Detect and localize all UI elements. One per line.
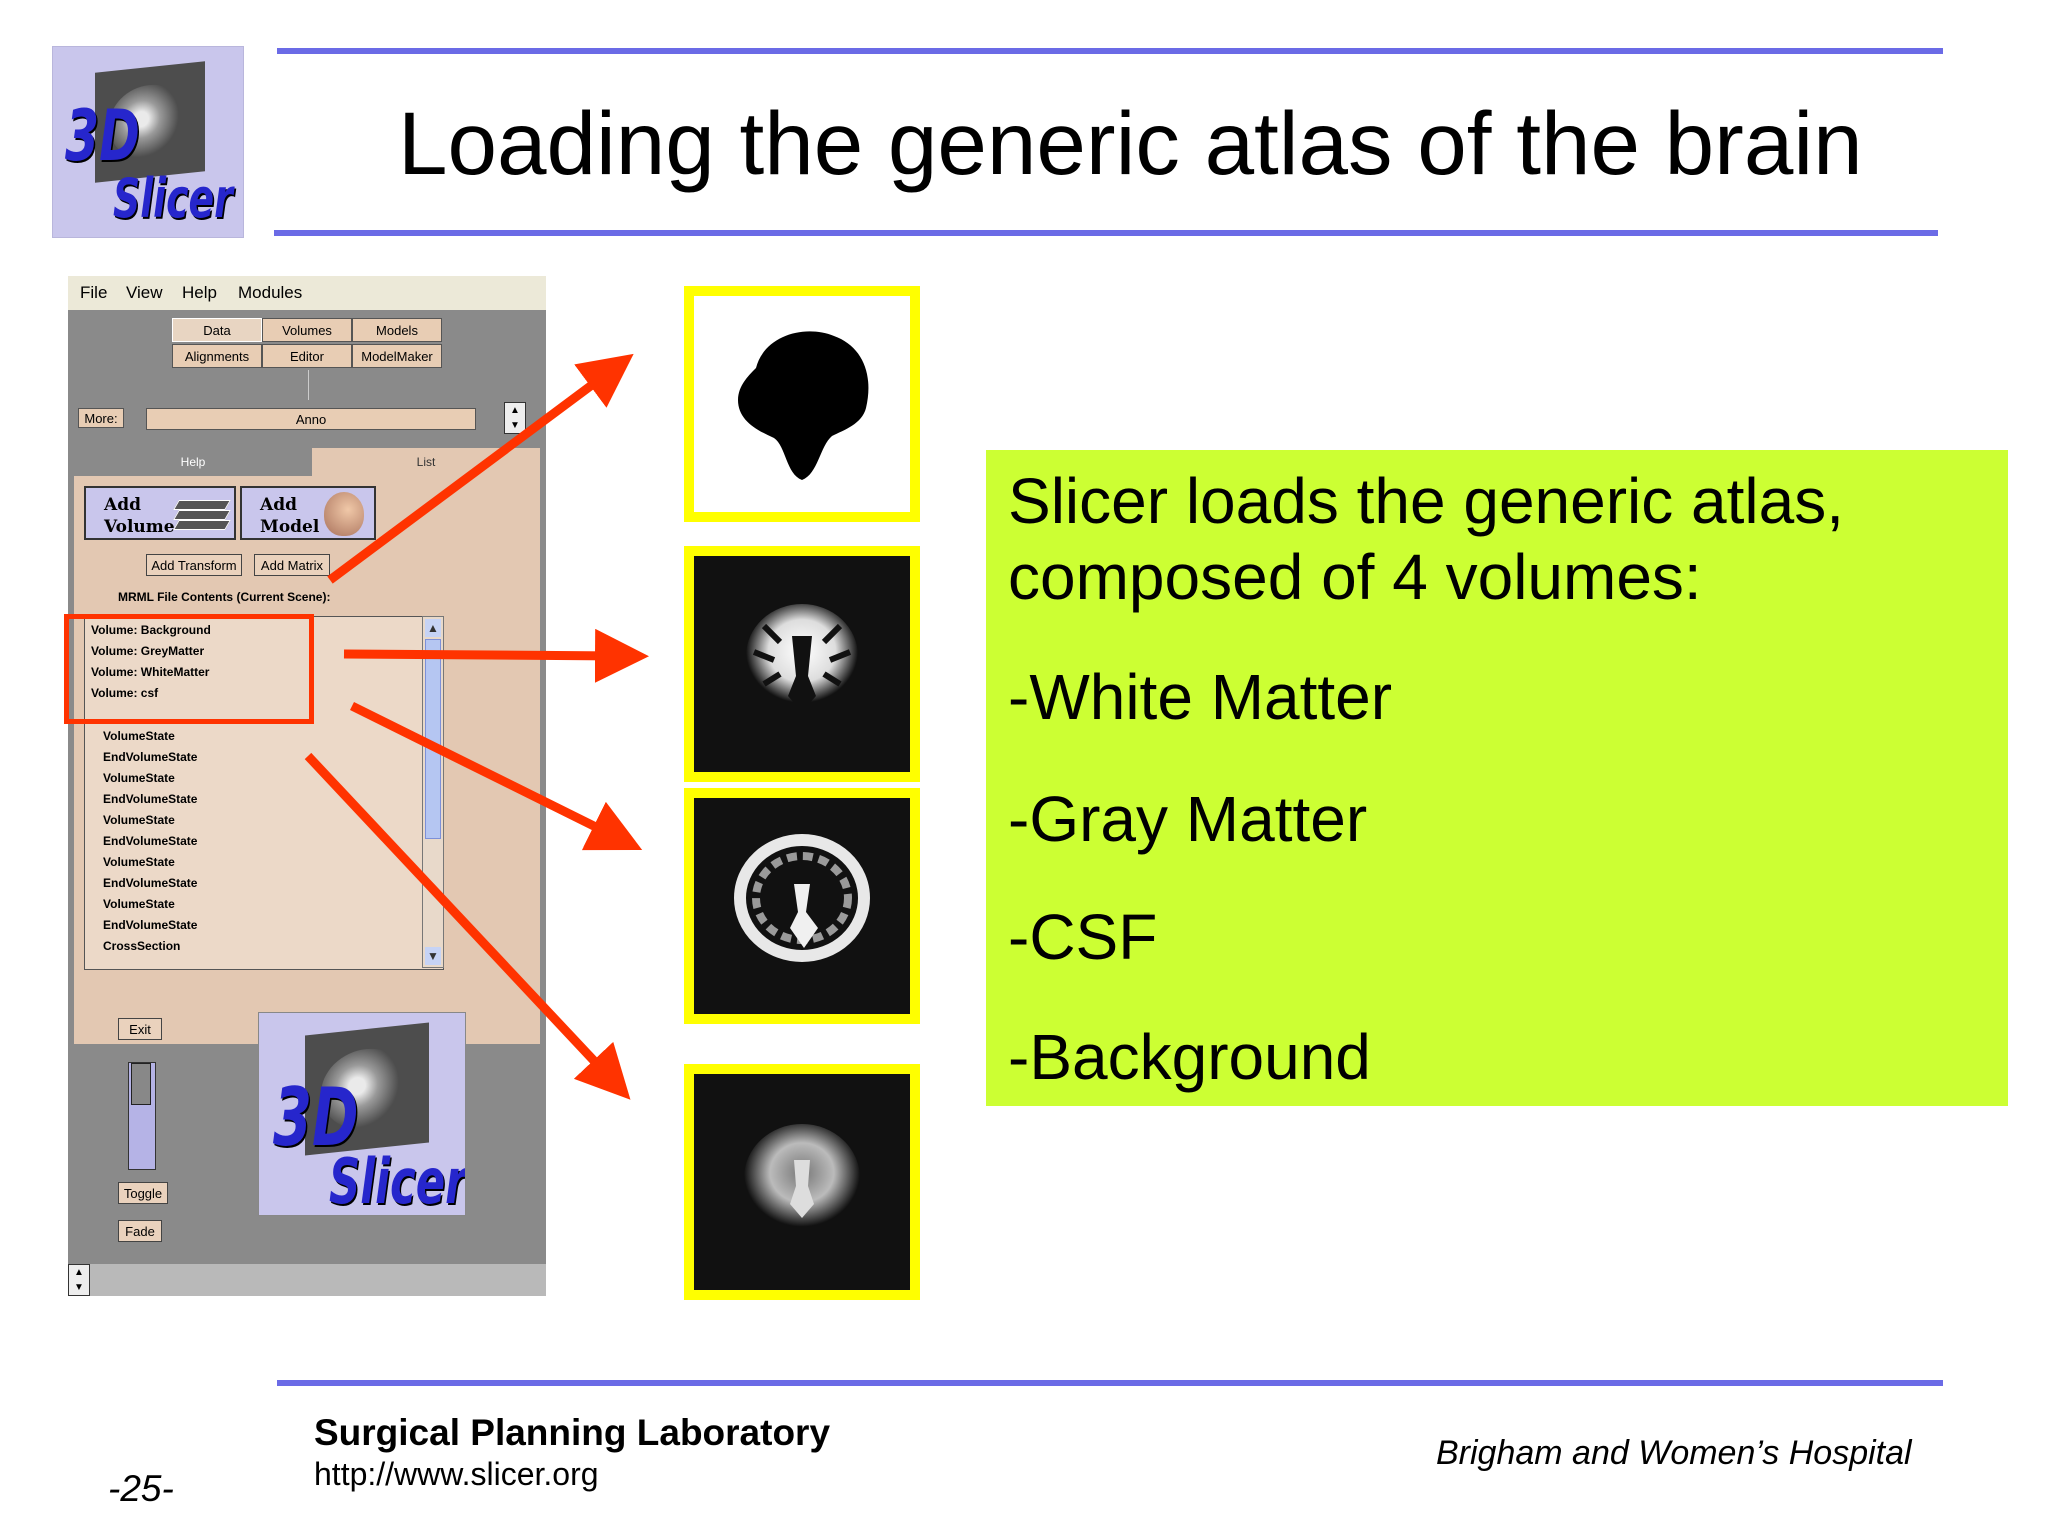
csf-image: [694, 1074, 910, 1290]
add-model-label: Add Model: [260, 495, 320, 537]
footer-hospital: Brigham and Women’s Hospital: [1436, 1434, 1912, 1472]
footer-lab-name: Surgical Planning Laboratory: [314, 1412, 831, 1453]
scroll-down-icon[interactable]: ▼: [425, 947, 441, 965]
add-transform-button[interactable]: Add Transform: [146, 554, 242, 576]
menu-modules[interactable]: Modules: [238, 283, 303, 302]
volume-highlight-box: [64, 614, 314, 724]
logo-3d-text: 3D: [273, 1071, 359, 1164]
scroll-up-icon[interactable]: ▲: [425, 619, 441, 637]
list-item[interactable]: EndVolumeState: [103, 750, 198, 764]
slider-handle[interactable]: [131, 1063, 151, 1105]
opacity-slider[interactable]: [128, 1062, 156, 1170]
logo-slicer-text: Slicer: [113, 167, 233, 230]
tab-list[interactable]: List: [416, 455, 436, 469]
bottom-rule: [277, 1380, 1943, 1386]
exit-button[interactable]: Exit: [118, 1018, 162, 1040]
info-line-1: Slicer loads the generic atlas,: [1008, 465, 1844, 537]
background-mask-image: [694, 296, 910, 512]
add-volume-label: Add Volume: [104, 495, 175, 537]
info-item-gray-matter: -Gray Matter: [1008, 783, 1368, 855]
list-item[interactable]: EndVolumeState: [103, 918, 198, 932]
arrow-to-background: [327, 353, 634, 584]
list-scrollbar[interactable]: ▲ ▼: [422, 616, 444, 968]
list-item[interactable]: VolumeState: [103, 813, 175, 827]
anno-button[interactable]: Anno: [146, 408, 476, 430]
tab-models[interactable]: Models: [352, 318, 442, 342]
gray-matter-volume-image: [684, 788, 920, 1024]
list-item[interactable]: Volume: Background: [91, 623, 211, 637]
tab-data[interactable]: Data: [172, 318, 262, 342]
top-rule-lower: [274, 230, 1938, 236]
list-item[interactable]: VolumeState: [103, 897, 175, 911]
mrml-file-contents-label: MRML File Contents (Current Scene):: [118, 590, 331, 604]
gray-matter-icon: [734, 834, 870, 962]
white-matter-image: [694, 556, 910, 772]
list-item[interactable]: VolumeState: [103, 771, 175, 785]
mrml-list[interactable]: Volume: Background Volume: GreyMatter Vo…: [84, 616, 444, 970]
logo-slicer-text: Slicer: [329, 1145, 466, 1216]
background-mask-icon: [738, 331, 869, 480]
list-item[interactable]: VolumeState: [103, 855, 175, 869]
list-item[interactable]: CrossSection: [103, 939, 181, 953]
add-volume-button[interactable]: Add Volume: [84, 486, 236, 540]
head-icon: [324, 492, 364, 536]
module-panel: Help List Add Volume Add Model Add Trans…: [74, 448, 540, 1044]
page-number: -25-: [108, 1468, 174, 1509]
list-item[interactable]: Volume: csf: [91, 686, 159, 700]
menu-bar: File View Help Modules: [68, 276, 546, 310]
menu-view[interactable]: View: [126, 283, 163, 302]
background-volume-image: [684, 286, 920, 522]
fade-button[interactable]: Fade: [118, 1220, 162, 1242]
menu-file[interactable]: File: [80, 283, 108, 302]
list-item[interactable]: Volume: WhiteMatter: [91, 665, 210, 679]
toggle-button[interactable]: Toggle: [118, 1182, 168, 1204]
tab-modelmaker[interactable]: ModelMaker: [352, 344, 442, 368]
arrow-to-gray-matter: [349, 701, 643, 851]
tab-editor[interactable]: Editor: [262, 344, 352, 368]
tab-alignments[interactable]: Alignments: [172, 344, 262, 368]
logo-3d-text: 3D: [65, 95, 140, 177]
add-matrix-button[interactable]: Add Matrix: [254, 554, 330, 576]
list-item[interactable]: EndVolumeState: [103, 876, 198, 890]
white-matter-volume-image: [684, 546, 920, 782]
info-item-csf: -CSF: [1008, 901, 1158, 973]
csf-icon: [744, 1124, 860, 1232]
module-spinner[interactable]: ▲▼: [504, 402, 526, 434]
list-item[interactable]: EndVolumeState: [103, 792, 198, 806]
tab-connector-line: [308, 370, 309, 400]
add-model-button[interactable]: Add Model: [240, 486, 376, 540]
list-item[interactable]: VolumeState: [103, 729, 175, 743]
footer-url[interactable]: http://www.slicer.org: [314, 1456, 599, 1492]
bottom-spinner[interactable]: ▲▼: [68, 1264, 90, 1296]
arrow-to-csf: [304, 752, 631, 1100]
slicer-logo: 3D Slicer: [52, 46, 244, 238]
gray-matter-image: [694, 798, 910, 1014]
menu-help[interactable]: Help: [182, 283, 217, 302]
slide-title: Loading the generic atlas of the brain: [398, 93, 1863, 193]
white-matter-icon: [746, 604, 858, 712]
info-item-white-matter: -White Matter: [1008, 661, 1393, 733]
csf-volume-image: [684, 1064, 920, 1300]
slicer-logo-large: 3D Slicer: [258, 1012, 466, 1216]
atlas-info-box: Slicer loads the generic atlas, composed…: [986, 450, 2008, 1106]
tab-volumes[interactable]: Volumes: [262, 318, 352, 342]
info-line-2: composed of 4 volumes:: [1008, 541, 1702, 613]
arrow-to-white-matter: [343, 628, 649, 683]
top-rule-upper: [277, 48, 1943, 54]
tab-help[interactable]: Help: [74, 448, 312, 476]
slicer-window: File View Help Modules Data Volumes Mode…: [68, 276, 546, 1296]
list-item[interactable]: Volume: GreyMatter: [91, 644, 205, 658]
status-strip: [68, 1264, 546, 1296]
info-item-background: -Background: [1008, 1021, 1371, 1093]
list-item[interactable]: EndVolumeState: [103, 834, 198, 848]
more-button[interactable]: More:: [78, 408, 124, 428]
